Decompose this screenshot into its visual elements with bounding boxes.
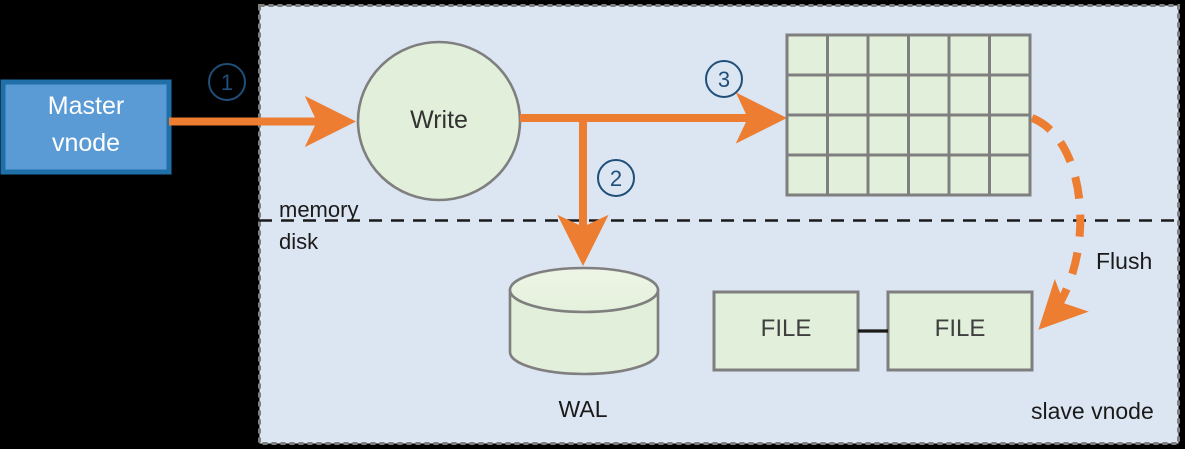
flush-arrow bbox=[1030, 114, 1089, 330]
master-vnode-label-line1: Master bbox=[47, 92, 125, 120]
file-box-2-label: FILE bbox=[934, 315, 986, 342]
memtable-grid bbox=[785, 33, 1032, 197]
master-vnode-label: Master vnode bbox=[6, 88, 166, 162]
master-vnode-box bbox=[0, 79, 172, 175]
memory-tier-label: memory bbox=[279, 197, 359, 222]
step-number-3: 3 bbox=[705, 60, 743, 98]
step-number-1: 1 bbox=[208, 63, 246, 101]
master-vnode-label-line2: vnode bbox=[51, 129, 121, 157]
slave-vnode-label: slave vnode bbox=[1031, 398, 1154, 424]
file-box-2 bbox=[886, 290, 1034, 372]
wal-label: WAL bbox=[558, 396, 608, 422]
disk-tier-label: disk bbox=[279, 229, 319, 254]
step-number-2: 2 bbox=[597, 159, 635, 197]
write-node-label: Write bbox=[410, 106, 468, 134]
flush-label: Flush bbox=[1096, 248, 1153, 274]
wal-cylinder bbox=[508, 266, 660, 376]
file-box-1-label: FILE bbox=[760, 315, 812, 342]
